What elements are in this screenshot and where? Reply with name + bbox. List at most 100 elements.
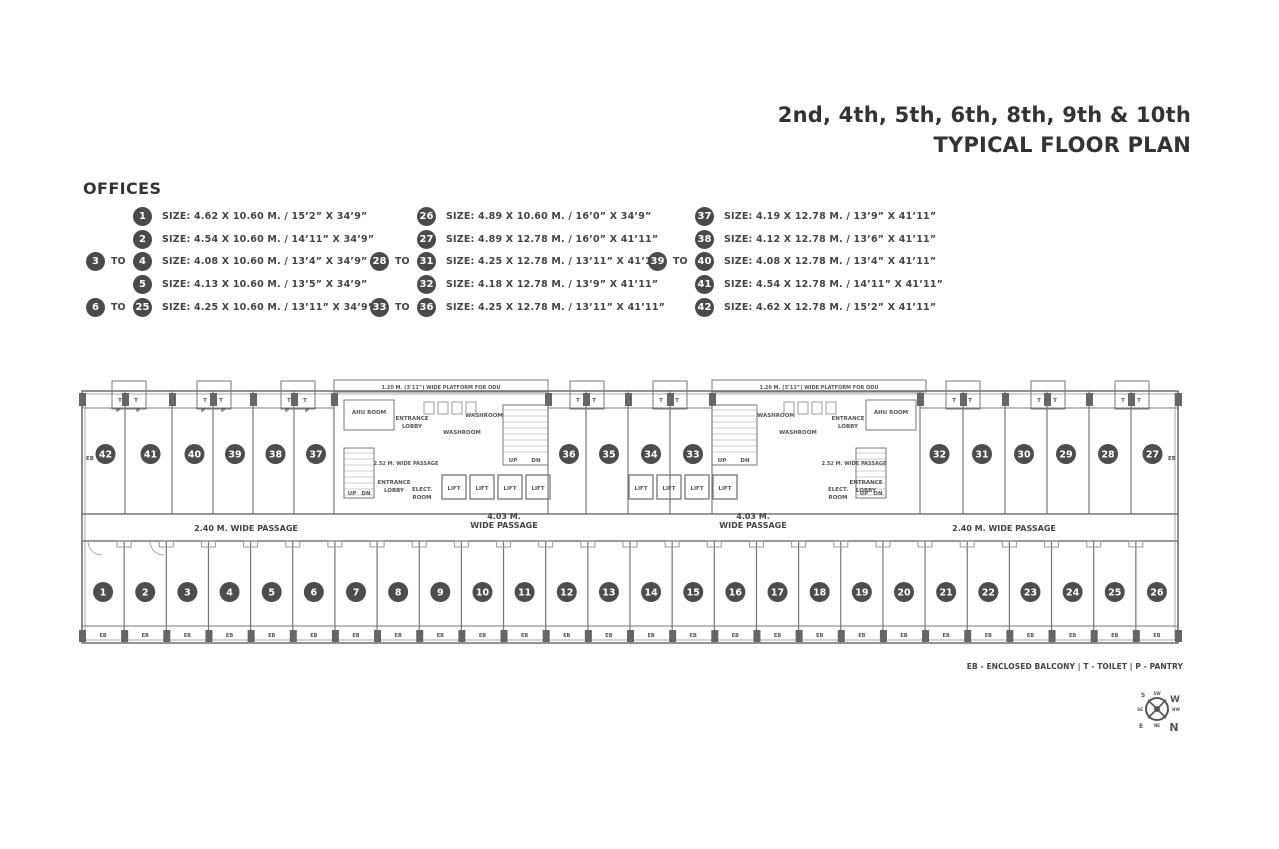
eb-label: EB: [732, 633, 739, 639]
eb-label: EB: [774, 633, 781, 639]
compass-e-label: E: [1139, 723, 1143, 730]
column: [625, 393, 632, 406]
toilet-pod: [652, 380, 688, 410]
column: [542, 630, 550, 642]
lift-label: LIFT: [447, 486, 460, 492]
title-line-1: 2nd, 4th, 5th, 6th, 8th, 9th & 10th: [777, 103, 1191, 127]
unit-16-marker: [725, 582, 746, 602]
passage-label-center-2: WIDE PASSAGE: [470, 521, 537, 530]
unit-10-marker: [472, 582, 493, 602]
wc-fixture: [825, 401, 837, 415]
unit-31-marker: [972, 444, 992, 464]
toilet-label: T: [287, 398, 291, 404]
legend-size: SIZE: 4.25 X 10.60 M. / 13’11” X 34’9”: [162, 302, 375, 313]
unit-42-marker: [95, 444, 116, 464]
unit-36-number: 36: [562, 450, 576, 461]
door-frame: [411, 540, 427, 548]
unit-40-marker: [184, 444, 205, 464]
compass-center: [1154, 706, 1160, 712]
wc-fixture: [797, 401, 809, 415]
lift-shaft: [656, 474, 682, 500]
legend-size: SIZE: 4.25 X 12.78 M. / 13’11” X 41’11”: [446, 302, 666, 313]
entrance-lobby-label: ENTRANCE: [396, 416, 429, 422]
unit-14-marker: [641, 582, 662, 602]
legend-unit: 32: [417, 275, 436, 294]
column: [210, 393, 217, 406]
lift-label: LIFT: [634, 486, 647, 492]
unit-34-number: 34: [644, 450, 658, 461]
column: [374, 630, 382, 642]
unit-24-number: 24: [1066, 588, 1080, 599]
unit-18-marker: [809, 582, 830, 602]
legend-to-label: TO: [111, 256, 126, 267]
unit-37-number: 37: [309, 450, 322, 461]
passage-label-center-1: 4.03 M.: [487, 512, 521, 521]
column: [1048, 630, 1056, 642]
column: [1175, 630, 1182, 642]
eb-label: EB: [184, 633, 191, 639]
odu-platform: [333, 379, 549, 393]
column: [458, 630, 466, 642]
lift-shaft: [525, 474, 551, 500]
door-frame: [1128, 540, 1144, 548]
elect-room-label: ELECT.: [828, 487, 848, 493]
toilet-label: T: [1037, 398, 1041, 404]
passage-label-right: 2.40 M. WIDE PASSAGE: [952, 524, 1056, 533]
eb-label: EB: [1111, 633, 1118, 639]
ahu-room: [343, 399, 395, 431]
door-frame: [833, 540, 849, 548]
unit-30-number: 30: [1017, 450, 1031, 461]
odu-platform: [711, 379, 927, 393]
pantry-label: P: [221, 408, 225, 414]
stair-dn-label: DN: [361, 491, 371, 497]
unit-22-number: 22: [982, 588, 995, 599]
door-swing: [149, 540, 165, 556]
unit-37-marker: [306, 444, 326, 464]
column: [709, 393, 716, 406]
wc-fixture: [423, 401, 435, 415]
door-frame: [791, 540, 807, 548]
legend-unit-from: 6: [86, 298, 105, 317]
toilet-label: T: [968, 398, 972, 404]
unit-32-number: 32: [933, 450, 946, 461]
unit-25-marker: [1104, 582, 1125, 602]
pantry-label: P: [285, 408, 289, 414]
legend-size: SIZE: 4.08 X 10.60 M. / 13’4” X 34’9”: [162, 256, 368, 267]
unit-36-marker: [559, 444, 579, 464]
unit-8-number: 8: [395, 588, 402, 599]
eb-label: EB: [1069, 633, 1076, 639]
unit-24-marker: [1062, 582, 1083, 602]
unit-12-marker: [556, 582, 577, 602]
column: [247, 630, 255, 642]
unit-27-marker: [1142, 444, 1163, 464]
eb-label: EB: [647, 633, 654, 639]
lift-shaft: [712, 474, 738, 500]
unit-15-number: 15: [687, 588, 700, 599]
column: [500, 630, 508, 642]
eb-label: EB: [310, 633, 317, 639]
eb-label: EB: [395, 633, 402, 639]
passage-label-center-1: 4.03 M.: [736, 512, 770, 521]
unit-4-number: 4: [226, 588, 233, 599]
eb-label: EB: [816, 633, 823, 639]
column: [667, 393, 674, 406]
unit-21-number: 21: [940, 588, 953, 599]
unit-30-marker: [1014, 444, 1034, 464]
unit-17-marker: [767, 582, 788, 602]
stair-dn-label: DN: [740, 458, 750, 464]
column: [121, 630, 129, 642]
column: [795, 630, 803, 642]
legend-to-label: TO: [111, 302, 126, 313]
door-frame: [116, 540, 132, 548]
passage-label-center-2: WIDE PASSAGE: [719, 521, 786, 530]
pantry-label: P: [136, 408, 140, 414]
column: [711, 630, 719, 642]
unit-41-marker: [140, 444, 161, 464]
odu-platform-label: 1.20 M. (3’11”) WIDE PLATFORM FOR ODU: [381, 385, 500, 391]
compass-ring: [1145, 697, 1169, 721]
toilet-label: T: [576, 398, 580, 404]
lift-shaft: [469, 474, 495, 500]
column: [331, 393, 338, 406]
toilet-label: T: [592, 398, 596, 404]
column: [1090, 630, 1098, 642]
